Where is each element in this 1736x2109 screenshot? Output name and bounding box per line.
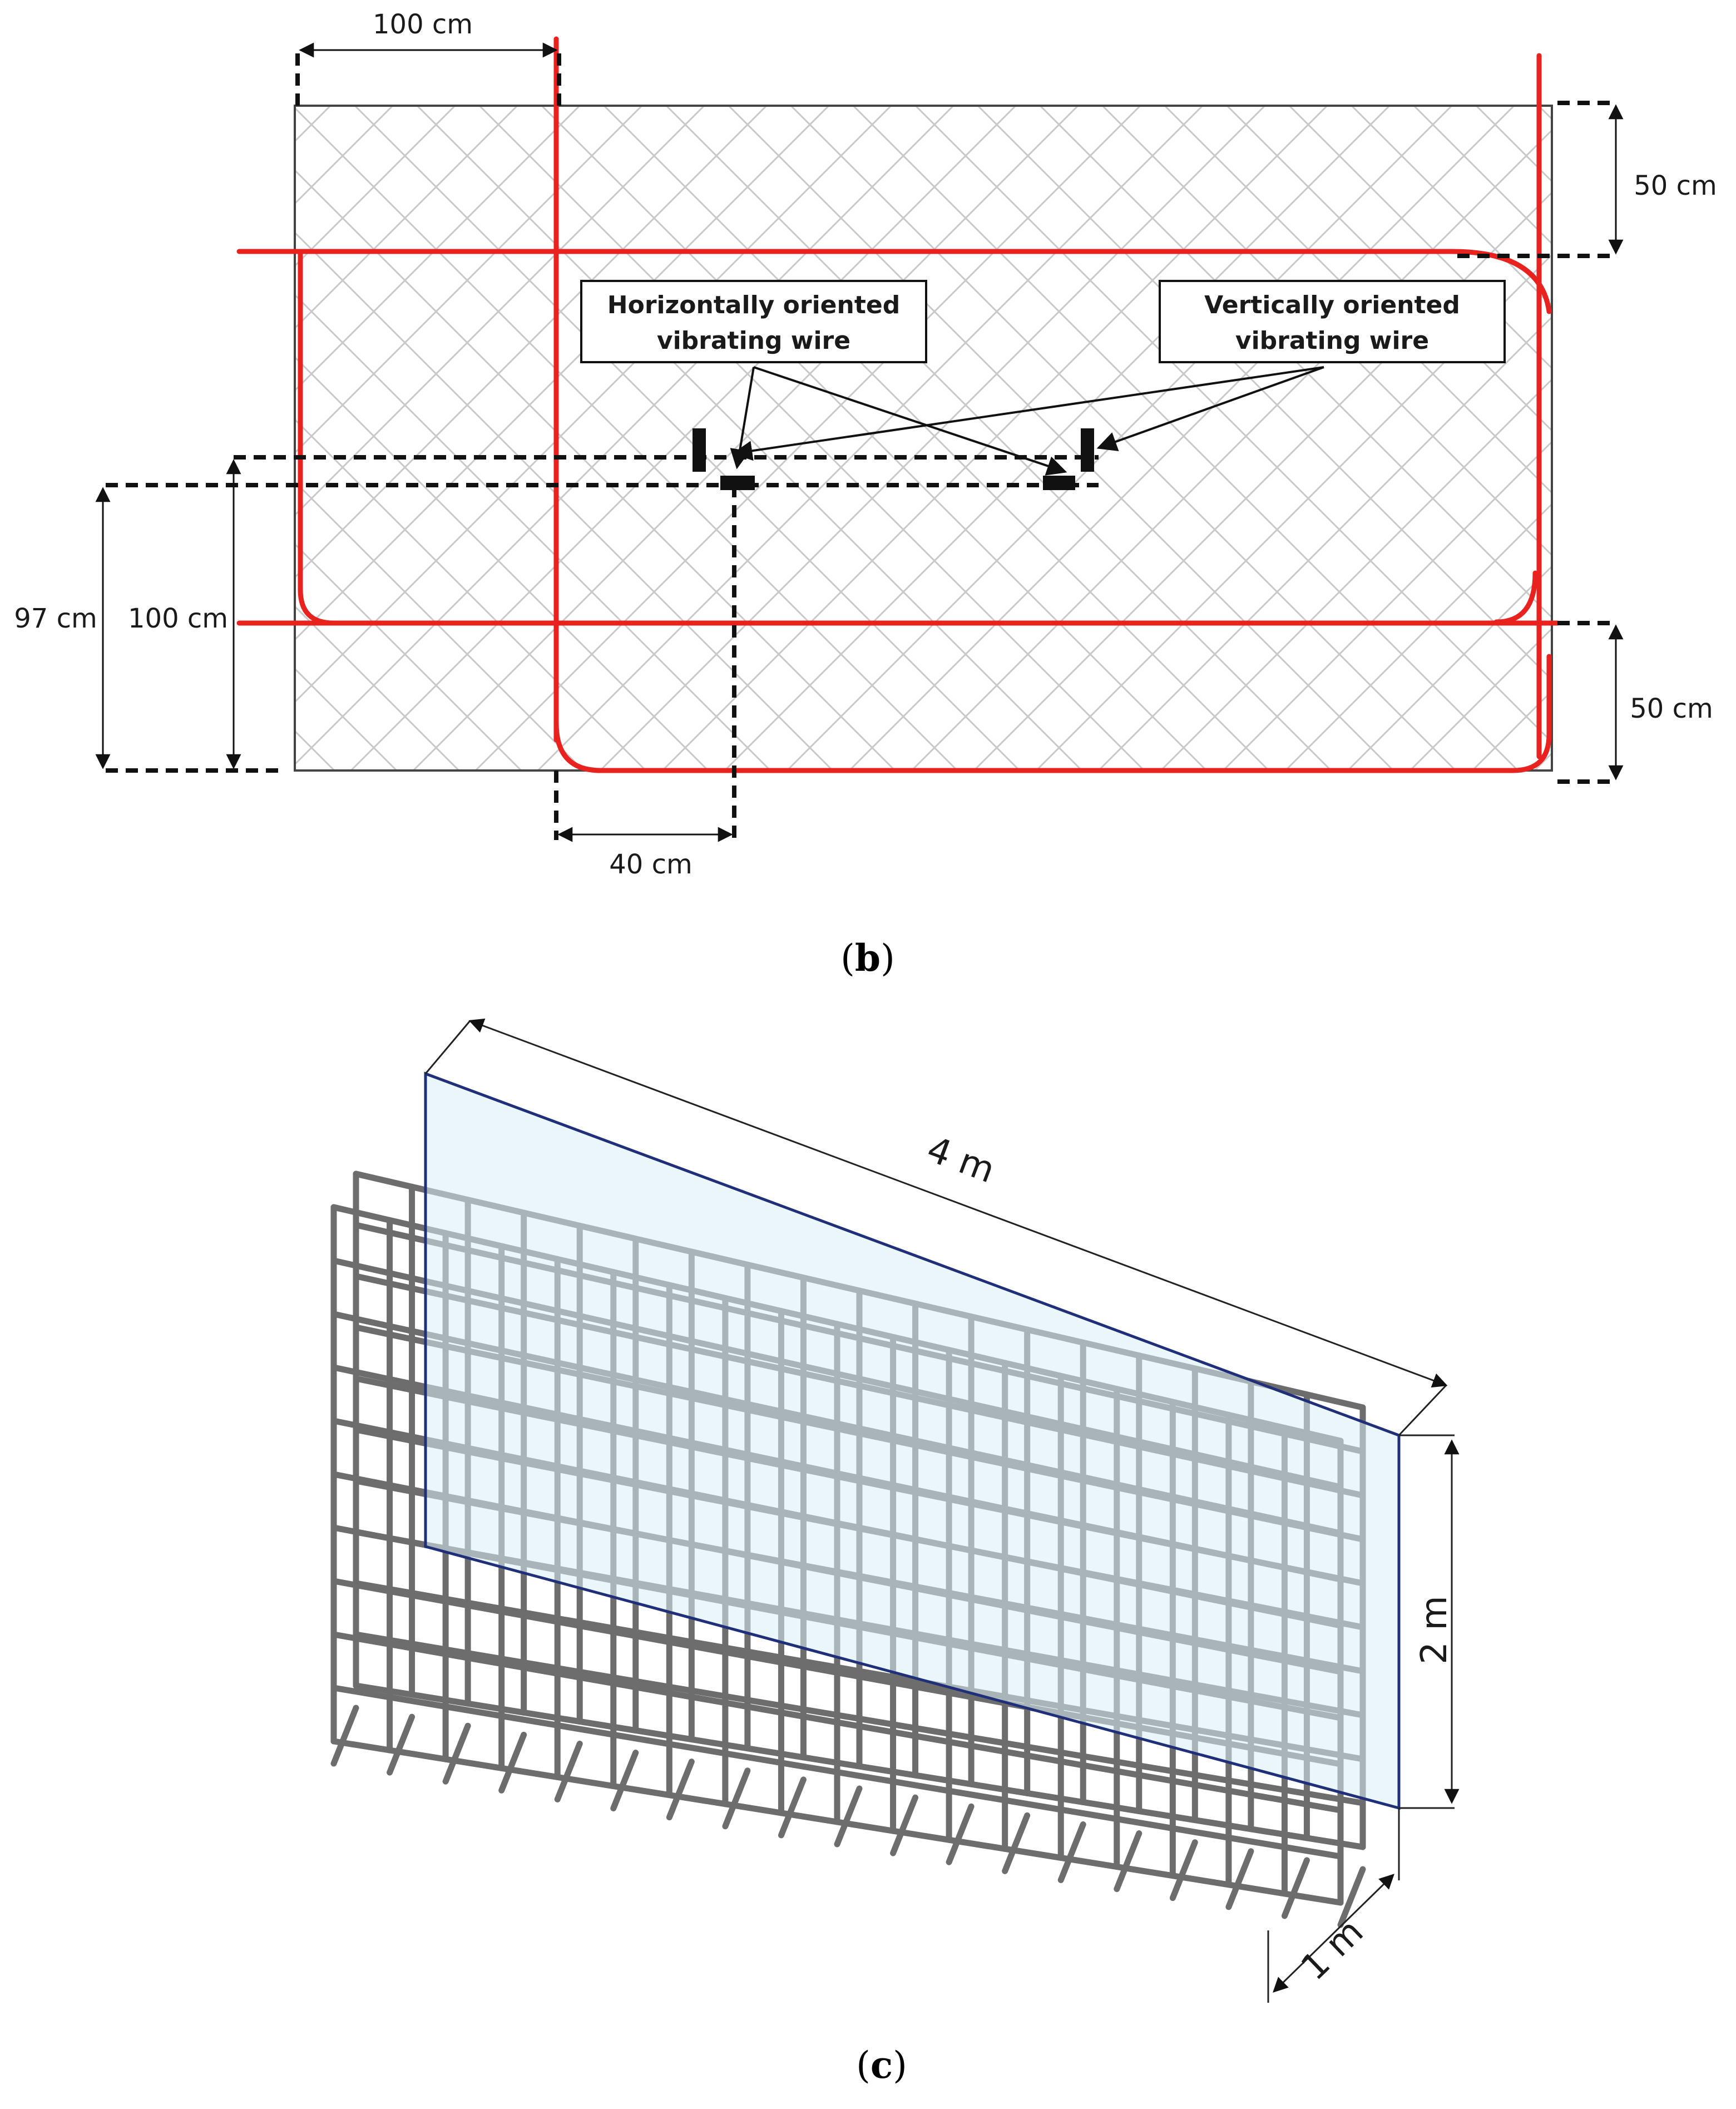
dim-bottom: 40 cm <box>609 849 692 880</box>
rebar-bar <box>610 1750 639 1812</box>
panel-c-isometric: 4 m 2 m 1 m (c) <box>330 1018 1460 2087</box>
rebar-bar <box>1169 1839 1198 1901</box>
dimension-arrows <box>95 42 1624 842</box>
callout-vertical-line2: vibrating wire <box>1235 327 1429 355</box>
rebar-lines <box>236 36 1560 773</box>
rebar-bar <box>330 1685 1344 1860</box>
caption-b: (b) <box>840 936 895 980</box>
rebar-bar <box>1225 1848 1254 1910</box>
callout-horizontal: Horizontally oriented vibrating wire <box>580 280 927 363</box>
rebar-bar <box>1281 1857 1310 1919</box>
dim-length: 4 m <box>922 1129 1001 1192</box>
rebar-bar <box>890 1794 919 1856</box>
rebar-bar <box>778 1776 807 1839</box>
rebar-bar <box>1114 1830 1143 1893</box>
callout-vertical-line1: Vertically oriented <box>1204 291 1460 319</box>
formwork-panel <box>294 105 1553 772</box>
rebar-bar <box>722 1767 751 1830</box>
rebar-bar <box>353 1682 1366 1850</box>
rebar-bar <box>834 1785 863 1848</box>
dim-right-top: 50 cm <box>1634 170 1717 201</box>
callout-vertical: Vertically oriented vibrating wire <box>1159 280 1506 363</box>
rebar-bar <box>330 1631 1344 1814</box>
dim-right-bottom: 50 cm <box>1630 693 1713 724</box>
callout-horizontal-line2: vibrating wire <box>657 327 850 355</box>
leader-arrows <box>730 366 1324 476</box>
rebar-bar <box>1002 1812 1031 1874</box>
dim-left-inner: 100 cm <box>128 603 228 634</box>
rebar-bar <box>442 1722 471 1785</box>
rebar-bar <box>353 1631 1366 1806</box>
dim-top-left: 100 cm <box>373 9 473 40</box>
rebar-bar <box>330 1738 1344 1906</box>
rebar-bar <box>666 1759 695 1821</box>
cage-dimensions <box>424 1018 1460 2003</box>
dim-height: 2 m <box>1414 1596 1455 1664</box>
rebar-bar <box>946 1803 975 1865</box>
rebar-bar <box>330 1705 359 1767</box>
dim-depth: 1 m <box>1293 1911 1371 1988</box>
caption-c: (c) <box>856 2043 907 2087</box>
rebar-bar <box>1057 1821 1086 1883</box>
dimension-lines <box>106 50 1616 840</box>
dim-left-outer: 97 cm <box>14 603 97 634</box>
rebar-bar <box>554 1740 583 1802</box>
rebar-bar <box>498 1731 527 1794</box>
formwork-face <box>424 1071 1401 1810</box>
rebar-bar <box>387 1713 416 1776</box>
callout-horizontal-line1: Horizontally oriented <box>607 291 900 319</box>
panel-b-plan: Horizontally oriented vibrating wire Ver… <box>14 9 1717 980</box>
